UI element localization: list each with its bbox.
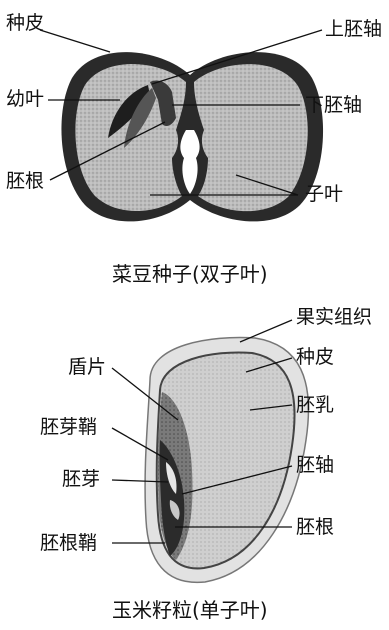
label-seed-coat: 种皮 [6,12,44,34]
label-pericarp: 果实组织 [296,306,372,328]
label-hypocotyl: 下胚轴 [305,94,362,116]
bean-seed-drawing [61,52,323,221]
label-corn-plumule: 胚芽 [62,468,100,490]
label-corn-seed-coat: 种皮 [296,346,334,368]
label-epicotyl: 上胚轴 [325,18,382,40]
label-embryo-axis: 胚轴 [296,454,334,476]
label-cotyledon: 子叶 [305,183,343,205]
label-corn-radicle: 胚根 [296,516,334,538]
label-radicle: 胚根 [6,170,44,192]
label-coleorhiza: 胚根鞘 [40,532,97,554]
corn-kernel-drawing [145,337,308,582]
label-endosperm: 胚乳 [296,394,334,416]
label-plumule: 幼叶 [6,88,44,110]
label-scutellum: 盾片 [68,356,106,378]
caption-bean-seed: 菜豆种子(双子叶) [112,262,268,286]
label-coleoptile: 胚芽鞘 [40,416,97,438]
caption-corn-kernel: 玉米籽粒(单子叶) [112,598,268,622]
bean-cotyledon-right [194,64,308,211]
